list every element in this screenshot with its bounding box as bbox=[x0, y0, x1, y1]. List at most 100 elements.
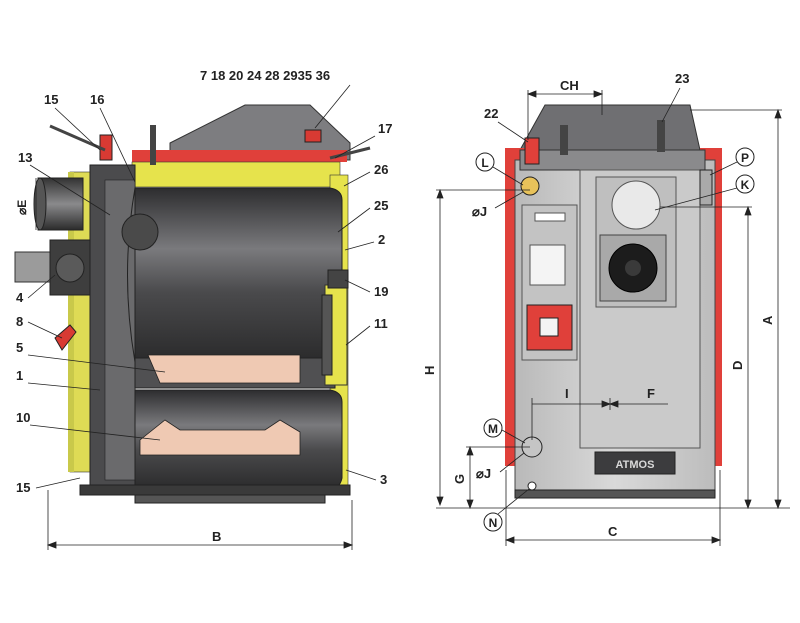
leader-13 bbox=[29, 164, 111, 216]
callout-L-circle bbox=[475, 152, 495, 172]
dim-F-label: F bbox=[647, 386, 655, 401]
top-strip bbox=[519, 149, 706, 171]
callout-26: 26 bbox=[374, 162, 388, 177]
dim-B-label: B bbox=[212, 529, 221, 544]
callout-P: P bbox=[741, 151, 749, 165]
callout-22: 22 bbox=[484, 106, 498, 121]
flue-outlet-K bbox=[611, 180, 661, 230]
dim-J-bottom-leader bbox=[499, 452, 525, 473]
jacket-top-red bbox=[132, 150, 347, 162]
leader-15-bottom bbox=[35, 477, 81, 489]
left-labels: 7 18 20 24 28 2935 36 15 16 13 17 26 25 … bbox=[16, 68, 392, 495]
upper-door-inner bbox=[321, 294, 333, 376]
conn-N bbox=[527, 481, 537, 491]
leader-15-top bbox=[54, 107, 101, 151]
leader-17 bbox=[334, 135, 376, 159]
control-window bbox=[529, 244, 566, 286]
tube-17 bbox=[329, 146, 371, 160]
leader-2 bbox=[344, 241, 375, 251]
leader-M bbox=[501, 429, 526, 444]
callout-1: 1 bbox=[16, 368, 23, 383]
brand-plaque bbox=[594, 451, 676, 475]
dim-G-label: G bbox=[452, 474, 467, 484]
dim-I-arrow-r bbox=[601, 400, 612, 408]
leader-N bbox=[497, 488, 530, 515]
dim-D-arrow-b bbox=[744, 499, 752, 510]
dim-D-label: D bbox=[730, 361, 745, 370]
dim-A-arrow-t bbox=[774, 108, 782, 119]
callout-8: 8 bbox=[16, 314, 23, 329]
leader-8 bbox=[27, 321, 63, 339]
leader-L bbox=[492, 166, 524, 186]
leader-16 bbox=[99, 107, 136, 183]
right-callouts: 23 22 L P K M N bbox=[475, 71, 755, 532]
thermostat-36 bbox=[304, 129, 322, 143]
conn-L bbox=[520, 176, 540, 196]
upper-drum-opening bbox=[121, 213, 159, 251]
dim-H-arrow-t bbox=[436, 188, 444, 199]
dim-C-label: C bbox=[608, 524, 618, 539]
pipe-ch bbox=[560, 125, 568, 155]
dim-J-bottom-label: ⌀J bbox=[476, 466, 491, 481]
fan-center bbox=[625, 260, 641, 276]
rear-top-cover bbox=[519, 104, 701, 151]
right-dim-labels: CH ⌀J I F ⌀J C bbox=[472, 78, 655, 539]
base-plate bbox=[79, 484, 351, 496]
dim-G-arrow-t bbox=[466, 445, 474, 456]
fan-motor bbox=[14, 251, 54, 283]
dim-C-arrow-l bbox=[504, 536, 515, 544]
leader-19 bbox=[344, 279, 371, 293]
callout-11: 11 bbox=[374, 316, 388, 331]
dim-CH-arrow-l bbox=[526, 90, 537, 98]
callout-N-circle bbox=[483, 512, 503, 532]
leader-25 bbox=[337, 207, 371, 233]
left-dimensions bbox=[35, 178, 354, 550]
callout-25: 25 bbox=[374, 198, 388, 213]
dim-CH-label: CH bbox=[560, 78, 579, 93]
callout-K-circle bbox=[735, 174, 755, 194]
insulation-top bbox=[131, 161, 341, 188]
dim-G-arrow-b bbox=[466, 499, 474, 510]
leader-P bbox=[709, 161, 738, 176]
callout-P-circle bbox=[735, 147, 755, 167]
fan-hub bbox=[55, 253, 85, 283]
fireclay-lower bbox=[139, 419, 301, 456]
callout-5: 5 bbox=[16, 340, 23, 355]
leader-4 bbox=[27, 274, 56, 299]
callout-3: 3 bbox=[380, 472, 387, 487]
callout-16: 16 bbox=[90, 92, 104, 107]
callout-2: 2 bbox=[378, 232, 385, 247]
brand-text: ATMOS bbox=[616, 459, 655, 471]
upper-drum bbox=[134, 187, 343, 363]
leader-23 bbox=[661, 87, 681, 123]
dim-C-arrow-r bbox=[711, 536, 722, 544]
callout-17: 17 bbox=[378, 121, 392, 136]
dim-B-arrow-right bbox=[343, 541, 354, 549]
top-lever bbox=[49, 124, 106, 152]
dim-H-label: H bbox=[422, 366, 437, 375]
callout-M-circle bbox=[483, 418, 503, 438]
right-front-view: ATMOS bbox=[505, 104, 722, 499]
base-feet bbox=[134, 494, 326, 504]
callout-15-bottom: 15 bbox=[16, 480, 30, 495]
dim-D-arrow-t bbox=[744, 205, 752, 216]
callout-N: N bbox=[489, 516, 498, 530]
leader-22 bbox=[497, 121, 529, 143]
leader-top-numbers bbox=[314, 84, 351, 129]
door-hinge-19 bbox=[327, 269, 349, 289]
dim-I-label: I bbox=[565, 386, 569, 401]
upper-drum-left-curve bbox=[127, 187, 136, 363]
callout-13: 13 bbox=[18, 150, 32, 165]
control-slot bbox=[534, 212, 566, 222]
left-section-view bbox=[14, 104, 371, 504]
dim-H-arrow-b bbox=[436, 496, 444, 507]
conn-P bbox=[699, 169, 713, 206]
leader-10 bbox=[29, 424, 161, 441]
callout-4: 4 bbox=[16, 290, 24, 305]
top-rod-1 bbox=[150, 125, 156, 165]
callout-L: L bbox=[481, 156, 488, 170]
dim-A-label: A bbox=[760, 315, 775, 325]
dim-A-arrow-b bbox=[774, 499, 782, 510]
